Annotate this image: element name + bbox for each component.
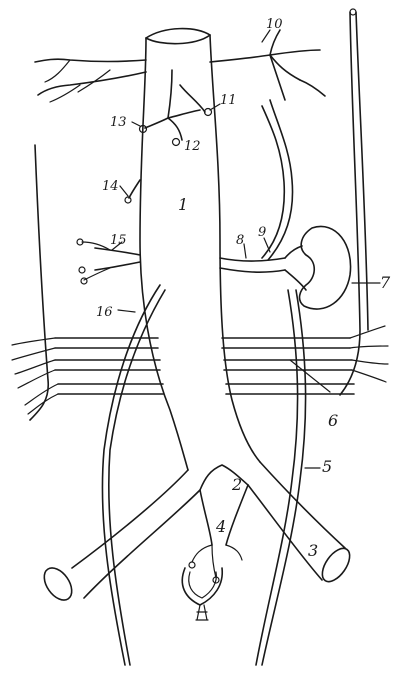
leader-9 (264, 238, 270, 252)
label-15: 15 (110, 233, 127, 248)
vessel-16-right (109, 290, 165, 665)
label-3: 3 (308, 541, 318, 560)
pelvic-branch-b (226, 545, 242, 560)
right-common-iliac (248, 462, 355, 586)
branch-14 (129, 180, 140, 198)
lumbar-right-3 (226, 384, 354, 394)
vessel-9-loop (268, 100, 293, 260)
median-sacral-left (200, 490, 212, 545)
label-10: 10 (266, 17, 283, 32)
lumbar-left-ext-1 (12, 338, 55, 360)
leader-13 (132, 122, 140, 126)
kidney (300, 226, 351, 309)
aorta-left-wall (140, 38, 188, 470)
vessel-10-branch (270, 55, 285, 100)
celiac-upper-right-branch (180, 85, 205, 112)
label-11: 11 (220, 93, 237, 108)
left-iliac-cut-end (39, 563, 78, 605)
renal-region (220, 100, 351, 309)
lumbar-left-2 (55, 360, 160, 370)
lumbar-left-3 (58, 384, 163, 394)
vessel-10-up (270, 30, 280, 55)
leader-6 (290, 360, 330, 392)
leader-lines (112, 30, 380, 468)
renal-artery-lower (220, 268, 285, 272)
vessel-5-right (262, 290, 306, 665)
vessel-end-12 (173, 139, 180, 146)
leader-14 (120, 186, 128, 196)
lumbar-left-1 (55, 338, 158, 348)
lumbar-right-1 (222, 338, 350, 348)
pelvic-branch-a (192, 545, 212, 562)
pelvic-branches (182, 485, 248, 620)
vessel-16-left (102, 285, 160, 665)
label-16: 16 (96, 305, 113, 320)
vessel-end-15b (79, 267, 85, 273)
renal-artery-branch-a (285, 246, 302, 258)
vessel-10-down2 (300, 80, 325, 96)
pelvic-vessel-end-1 (189, 562, 195, 568)
median-sacral-right (226, 485, 248, 545)
label-7: 7 (380, 273, 391, 292)
lumbar-left-ext-3 (25, 384, 58, 414)
label-5: 5 (322, 457, 332, 476)
branch-15-lower (95, 262, 140, 270)
branch-15-upper (95, 248, 140, 255)
left-common-iliac (39, 470, 200, 605)
left-long-vessel-path (30, 145, 48, 420)
vessel-10-main (210, 50, 320, 62)
aorta-top-rim (146, 35, 210, 44)
left-upper-vessel-3 (45, 60, 70, 82)
right-iliac-upper-wall (260, 462, 345, 548)
vessel-end-15c (81, 278, 87, 284)
label-12: 12 (184, 139, 201, 154)
aorta (140, 29, 260, 470)
celiac-right-branch (168, 110, 200, 118)
label-6: 6 (328, 411, 338, 430)
lumbar-right-2 (224, 360, 352, 370)
celiac-trunk (140, 70, 212, 146)
label-4: 4 (215, 517, 226, 536)
vessel-7-inner (356, 12, 368, 330)
label-9: 9 (258, 225, 266, 240)
left-long-vessel (30, 145, 48, 420)
vessel-5-left (256, 290, 298, 665)
leader-16 (118, 310, 135, 312)
label-14: 14 (102, 179, 119, 194)
left-upper-vessel-1 (35, 59, 146, 62)
label-13: 13 (110, 115, 127, 130)
celiac-left-branch (145, 118, 168, 128)
leader-8 (244, 244, 246, 258)
pelvic-stalk (196, 605, 208, 620)
celiac-mid-branch (168, 118, 182, 140)
lumbar-right-ext-2 (352, 360, 388, 382)
label-2: 2 (231, 475, 242, 494)
upper-branches (35, 30, 325, 102)
vessel-end-14 (125, 197, 131, 203)
label-1: 1 (178, 195, 188, 214)
lumbar-right-ext-1 (350, 326, 388, 348)
label-8: 8 (236, 233, 244, 248)
renal-artery-upper (220, 258, 285, 261)
aorta-top-edge (146, 29, 210, 38)
lumbar-arteries-left (12, 338, 163, 414)
left-visceral-branches (77, 180, 140, 284)
pelvic-branch-c (212, 545, 216, 578)
pelvic-organ-inner (189, 572, 217, 598)
celiac-stem (168, 70, 172, 118)
vessel-7-end (350, 9, 356, 15)
